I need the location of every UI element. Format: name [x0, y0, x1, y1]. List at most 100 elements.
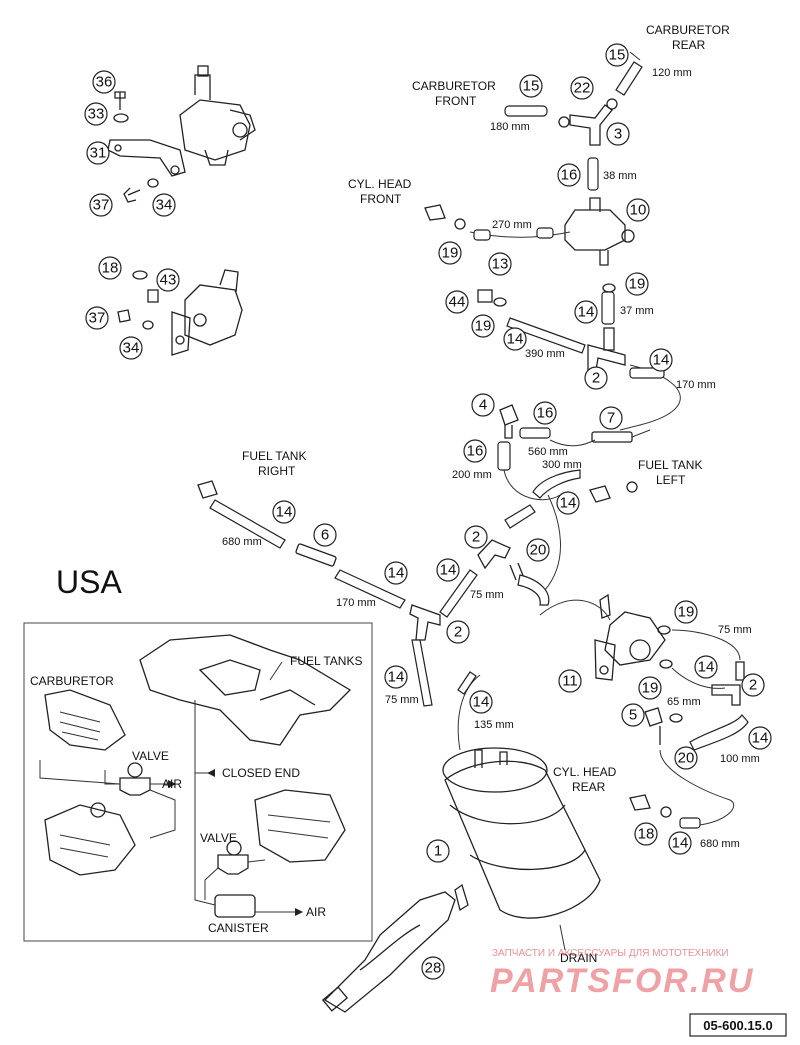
watermark: ЗАПЧАСТИ И АКСЕССУАРЫ ДЛЯ МОТОТЕХНИКИ PA…	[490, 948, 754, 1000]
dim-170-b: 170 mm	[336, 597, 376, 609]
dim-270: 270 mm	[492, 219, 532, 231]
cyl-head-rear-label-2: REAR	[572, 780, 606, 794]
fuel-tank-vent-hoses	[197, 404, 651, 751]
callout-circles	[84, 43, 772, 980]
dim-135: 135 mm	[474, 719, 514, 731]
inset-carburetor-label: CARBURETOR	[30, 674, 114, 688]
callout-4: 4	[479, 397, 487, 414]
dim-300: 300 mm	[542, 459, 582, 471]
callout-16: 16	[561, 167, 578, 184]
valve-bracket-assembly-top	[107, 65, 256, 203]
cyl-head-rear-label: CYL. HEAD	[553, 765, 617, 779]
dim-170-a: 170 mm	[676, 379, 716, 391]
dim-390: 390 mm	[525, 348, 565, 360]
carburetor-vent-hoses	[424, 51, 681, 431]
callout-36: 36	[96, 74, 113, 91]
dim-38: 38 mm	[603, 170, 637, 182]
watermark-logo: PARTSFOR.RU	[490, 962, 754, 1000]
dim-37: 37 mm	[620, 305, 654, 317]
dim-75-a: 75 mm	[470, 589, 504, 601]
callout-14: 14	[698, 659, 715, 676]
watermark-tagline: ЗАПЧАСТИ И АКСЕССУАРЫ ДЛЯ МОТОТЕХНИКИ	[492, 948, 729, 959]
inset-fuel-tanks-label: FUEL TANKS	[290, 654, 362, 668]
inset-canister-label: CANISTER	[208, 921, 269, 935]
fuel-tank-right-label: FUEL TANK	[242, 449, 306, 463]
inset-valve-label-2: VALVE	[200, 831, 237, 845]
callout-10: 10	[630, 202, 647, 219]
dim-65: 65 mm	[667, 696, 701, 708]
fuel-tank-left-label: FUEL TANK	[638, 458, 702, 472]
callout-16: 16	[537, 405, 554, 422]
callout-7: 7	[607, 410, 615, 427]
dim-560: 560 mm	[528, 446, 568, 458]
callout-numbers: 36 33 31 37 34 18 43 37 34 15 15 22 3 16…	[88, 47, 769, 977]
callout-14: 14	[672, 835, 689, 852]
callout-14: 14	[752, 730, 769, 747]
carb-front-label-2: FRONT	[435, 94, 477, 108]
callout-43: 43	[160, 272, 177, 289]
callout-11: 11	[562, 673, 578, 690]
drain-label: DRAIN	[560, 951, 597, 965]
callout-2: 2	[592, 370, 600, 387]
callout-34: 34	[156, 197, 173, 214]
callout-22: 22	[574, 80, 591, 97]
cyl-head-front-label-2: FRONT	[360, 192, 402, 206]
callout-14: 14	[560, 495, 577, 512]
callout-19: 19	[442, 245, 459, 262]
inset-air-label-1: AIR	[162, 777, 182, 791]
callout-28: 28	[425, 960, 442, 977]
cyl-head-front-label: CYL. HEAD	[348, 177, 412, 191]
callout-14: 14	[276, 504, 293, 521]
dim-75-c: 75 mm	[718, 624, 752, 636]
inset-air-label-2: AIR	[306, 905, 326, 919]
valve-bracket-assembly-middle	[117, 269, 243, 356]
region-title: USA	[56, 564, 122, 600]
callout-15: 15	[609, 47, 626, 64]
callout-14: 14	[388, 565, 405, 582]
fuel-tank-left-label-2: LEFT	[656, 473, 686, 487]
dim-200: 200 mm	[452, 469, 492, 481]
callout-2: 2	[472, 529, 480, 546]
document-code-box	[689, 1013, 787, 1037]
dim-100: 100 mm	[720, 753, 760, 765]
inset-frame	[23, 622, 373, 942]
callout-14: 14	[440, 562, 457, 579]
callout-18: 18	[102, 260, 119, 277]
callout-37: 37	[93, 197, 110, 214]
callout-31: 31	[90, 145, 107, 162]
callout-14: 14	[473, 694, 490, 711]
callout-14: 14	[388, 669, 405, 686]
dim-120: 120 mm	[652, 67, 692, 79]
callout-2: 2	[454, 624, 462, 641]
callout-33: 33	[88, 106, 105, 123]
rear-valve-assembly	[594, 593, 749, 829]
callout-20: 20	[678, 750, 695, 767]
dim-75-b: 75 mm	[385, 694, 419, 706]
fuel-tank-right-label-2: RIGHT	[258, 464, 296, 478]
callout-14: 14	[578, 304, 595, 321]
callout-5: 5	[629, 707, 637, 724]
callout-1: 1	[434, 843, 442, 860]
callout-44: 44	[449, 294, 466, 311]
callout-19: 19	[629, 276, 646, 293]
dim-680-b: 680 mm	[700, 838, 740, 850]
dim-180: 180 mm	[490, 121, 530, 133]
callout-37: 37	[89, 310, 106, 327]
callout-19: 19	[642, 680, 659, 697]
inset-closed-end-label: CLOSED END	[222, 766, 300, 780]
carb-rear-label-2: REAR	[672, 38, 706, 52]
carb-front-label: CARBURETOR	[412, 79, 496, 93]
callout-15: 15	[523, 78, 540, 95]
callout-6: 6	[321, 527, 329, 544]
dim-680-a: 680 mm	[222, 536, 262, 548]
callout-20: 20	[530, 542, 547, 559]
charcoal-canister	[321, 747, 601, 1013]
callout-13: 13	[492, 256, 509, 273]
inset-schematic: CARBURETOR FUEL TANKS VALVE AIR CLOSED E…	[23, 622, 373, 942]
callout-19: 19	[678, 604, 695, 621]
inset-valve-label-1: VALVE	[132, 749, 169, 763]
callout-14: 14	[507, 331, 524, 348]
callout-16: 16	[467, 443, 484, 460]
carb-rear-label: CARBURETOR	[646, 23, 730, 37]
